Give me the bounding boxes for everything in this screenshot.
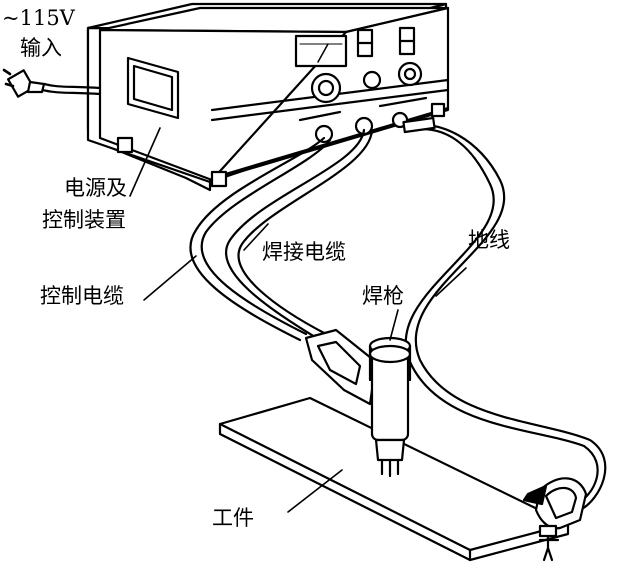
control-cable-label: 控制电缆: [40, 284, 124, 308]
leader-lines: [129, 127, 467, 513]
power-input-label: ~115V: [2, 6, 75, 30]
workpiece-label: 工件: [212, 506, 254, 530]
leader-ground-wire: [435, 267, 467, 297]
power-input-label-line2: 输入: [20, 36, 62, 60]
welding-gun-label: 焊枪: [362, 284, 404, 308]
power-control-unit: [86, 2, 450, 192]
power-control-label-line2: 控制装置: [42, 208, 126, 232]
power-control-label-line1: 电源及: [64, 176, 127, 200]
welding-cable-label: 焊接电缆: [262, 240, 346, 264]
leader-power-control: [129, 127, 161, 197]
leader-welding-cable: [243, 223, 269, 251]
ground-clamp: [522, 477, 588, 562]
leader-welding-gun: [389, 309, 399, 341]
welding-torch: [304, 328, 412, 478]
power-input-cable: [2, 68, 102, 98]
leader-workpiece: [287, 469, 343, 513]
leader-control-cable: [143, 255, 197, 301]
ground-wire-label: 地线: [468, 228, 510, 252]
